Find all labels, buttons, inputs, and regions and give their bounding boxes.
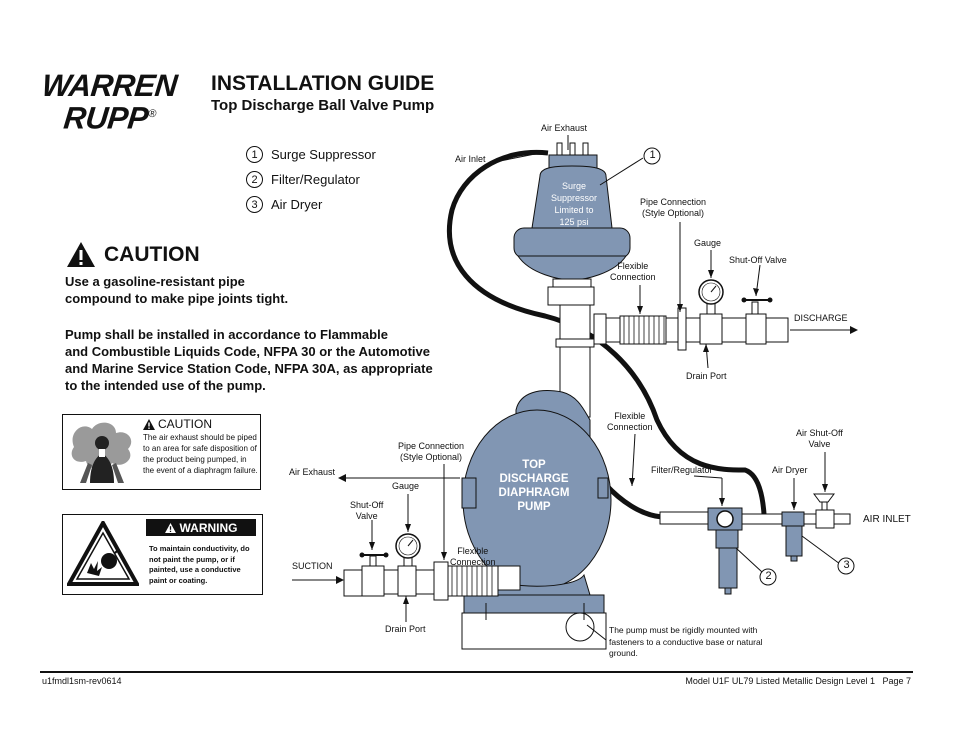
air-shutoff-valve xyxy=(813,493,835,529)
label-air-shutoff-valve: Air Shut-Off Valve xyxy=(796,428,843,450)
explosion-hazard-icon xyxy=(67,521,139,586)
label-air-exhaust-left: Air Exhaust xyxy=(289,467,336,477)
flexible-connection-top xyxy=(619,315,667,345)
flexible-connection-left xyxy=(447,565,499,597)
label-filter-regulator: Filter/Regulator xyxy=(651,465,713,475)
pump-label-line: PUMP xyxy=(517,501,551,513)
warning-box: WARNING To maintain conductivity, do not… xyxy=(62,514,263,595)
page-title: INSTALLATION GUIDE xyxy=(211,72,435,95)
legend-number: 2 xyxy=(246,171,263,188)
label-air-dryer: Air Dryer xyxy=(772,465,808,475)
label-line: Valve xyxy=(355,511,378,521)
gauge-left xyxy=(395,533,421,567)
legend-item: 3 Air Dryer xyxy=(246,196,376,213)
shutoff-valve-left xyxy=(359,552,389,567)
label-shutoff-valve-top: Shut-Off Valve xyxy=(729,255,787,265)
label-air-inlet: Air Inlet xyxy=(455,154,486,164)
surge-label-line: Surge xyxy=(561,181,587,191)
caution-paragraph-2: Pump shall be installed in accordance to… xyxy=(65,326,433,394)
label-line: Flexible xyxy=(617,261,649,271)
label-gauge-left: Gauge xyxy=(392,481,420,491)
label-discharge: DISCHARGE xyxy=(794,313,848,323)
diaphragm-pump xyxy=(461,390,612,650)
air-exhaust-hazard-icon xyxy=(66,419,138,485)
surge-label-line: Suppressor xyxy=(550,193,598,203)
caution-box-heading: CAUTION xyxy=(143,417,212,431)
footer-model-page: Model U1F UL79 Listed Metallic Design Le… xyxy=(685,676,911,686)
warning-box-text: To maintain conductivity, do not paint t… xyxy=(149,544,250,585)
footer-doc-id: u1fmdl1sm-rev0614 xyxy=(42,676,122,686)
warning-box-heading: WARNING xyxy=(146,519,256,536)
caution-heading-text: CAUTION xyxy=(104,242,200,266)
caution-line: compound to make pipe joints tight. xyxy=(65,291,289,306)
shutoff-valve-top xyxy=(741,297,773,315)
label-drain-port-top: Drain Port xyxy=(686,371,727,381)
filter-regulator xyxy=(707,507,743,595)
pump-label-line: TOP xyxy=(522,459,546,471)
surge-label-line: Limited to xyxy=(554,205,594,215)
label-line: Pipe Connection xyxy=(398,441,465,451)
label-line: Connection xyxy=(607,422,653,432)
caution-paragraph-1: Use a gasoline-resistant pipe compound t… xyxy=(65,273,288,307)
caution-line: and Combustible Liquids Code, NFPA 30 or… xyxy=(65,344,430,359)
air-dryer xyxy=(781,511,805,562)
surge-suppressor-label: Surge Suppressor Limited to 125 psi xyxy=(546,180,602,228)
caution-line: and Marine Service Station Code, NFPA 30… xyxy=(65,361,433,376)
warning-box-heading-text: WARNING xyxy=(179,520,238,535)
label-flexible-connection-mid: Flexible Connection xyxy=(607,411,653,433)
label-line: Flexible xyxy=(614,411,646,421)
component-legend: 1 Surge Suppressor 2 Filter/Regulator 3 … xyxy=(246,146,376,213)
label-shutoff-valve-left: Shut-Off Valve xyxy=(350,500,383,522)
caution-line: Pump shall be installed in accordance to… xyxy=(65,327,388,342)
legend-label: Filter/Regulator xyxy=(271,172,360,187)
legend-number: 1 xyxy=(246,146,263,163)
pump-label: TOP DISCHARGE DIAPHRAGM PUMP xyxy=(492,458,576,514)
label-line: (Style Optional) xyxy=(400,452,463,462)
label-gauge-top: Gauge xyxy=(694,238,722,248)
label-line: (Style Optional) xyxy=(642,208,705,218)
callout-1: 1 xyxy=(649,149,656,161)
label-flexible-connection-left: Flexible Connection xyxy=(450,546,496,568)
caution-box: CAUTION The air exhaust should be piped … xyxy=(62,414,261,490)
label-line: Pipe Connection xyxy=(640,197,707,207)
page-subtitle: Top Discharge Ball Valve Pump xyxy=(211,97,435,114)
gauge-top xyxy=(698,279,724,315)
caution-line: to the intended use of the pump. xyxy=(65,378,266,393)
caution-box-heading-text: CAUTION xyxy=(158,417,212,431)
label-air-inlet-right: AIR INLET xyxy=(863,514,911,525)
caution-box-text: The air exhaust should be piped to an ar… xyxy=(143,433,258,475)
label-line: Flexible xyxy=(457,546,489,556)
label-pipe-connection-left: Pipe Connection (Style Optional) xyxy=(398,441,464,463)
legend-label: Air Dryer xyxy=(271,197,323,212)
label-flexible-connection-top: Flexible Connection xyxy=(610,261,656,283)
caution-heading: CAUTION xyxy=(66,241,200,268)
warning-triangle-icon xyxy=(67,242,95,267)
label-line: Connection xyxy=(450,557,496,567)
label-drain-port-bottom: Drain Port xyxy=(385,624,426,634)
surge-label-line: 125 psi xyxy=(559,217,589,227)
label-line: Shut-Off xyxy=(350,500,384,510)
pump-label-line: DIAPHRAGM xyxy=(498,487,570,499)
legend-item: 2 Filter/Regulator xyxy=(246,171,376,188)
label-pipe-connection-top: Pipe Connection (Style Optional) xyxy=(640,197,706,219)
legend-label: Surge Suppressor xyxy=(271,147,376,162)
legend-number: 3 xyxy=(246,196,263,213)
mounting-note: The pump must be rigidly mounted with fa… xyxy=(609,625,763,658)
label-suction: SUCTION xyxy=(292,561,333,571)
label-air-exhaust-top: Air Exhaust xyxy=(541,123,588,133)
legend-item: 1 Surge Suppressor xyxy=(246,146,376,163)
callout-2: 2 xyxy=(765,570,772,582)
warning-triangle-icon xyxy=(143,418,155,430)
pump-label-line: DISCHARGE xyxy=(499,473,569,485)
caution-line: Use a gasoline-resistant pipe xyxy=(65,274,245,289)
label-line: Connection xyxy=(610,272,656,282)
label-line: Air Shut-Off xyxy=(796,428,843,438)
label-line: Valve xyxy=(808,439,831,449)
callout-3: 3 xyxy=(843,559,850,571)
warning-triangle-icon xyxy=(164,522,176,533)
